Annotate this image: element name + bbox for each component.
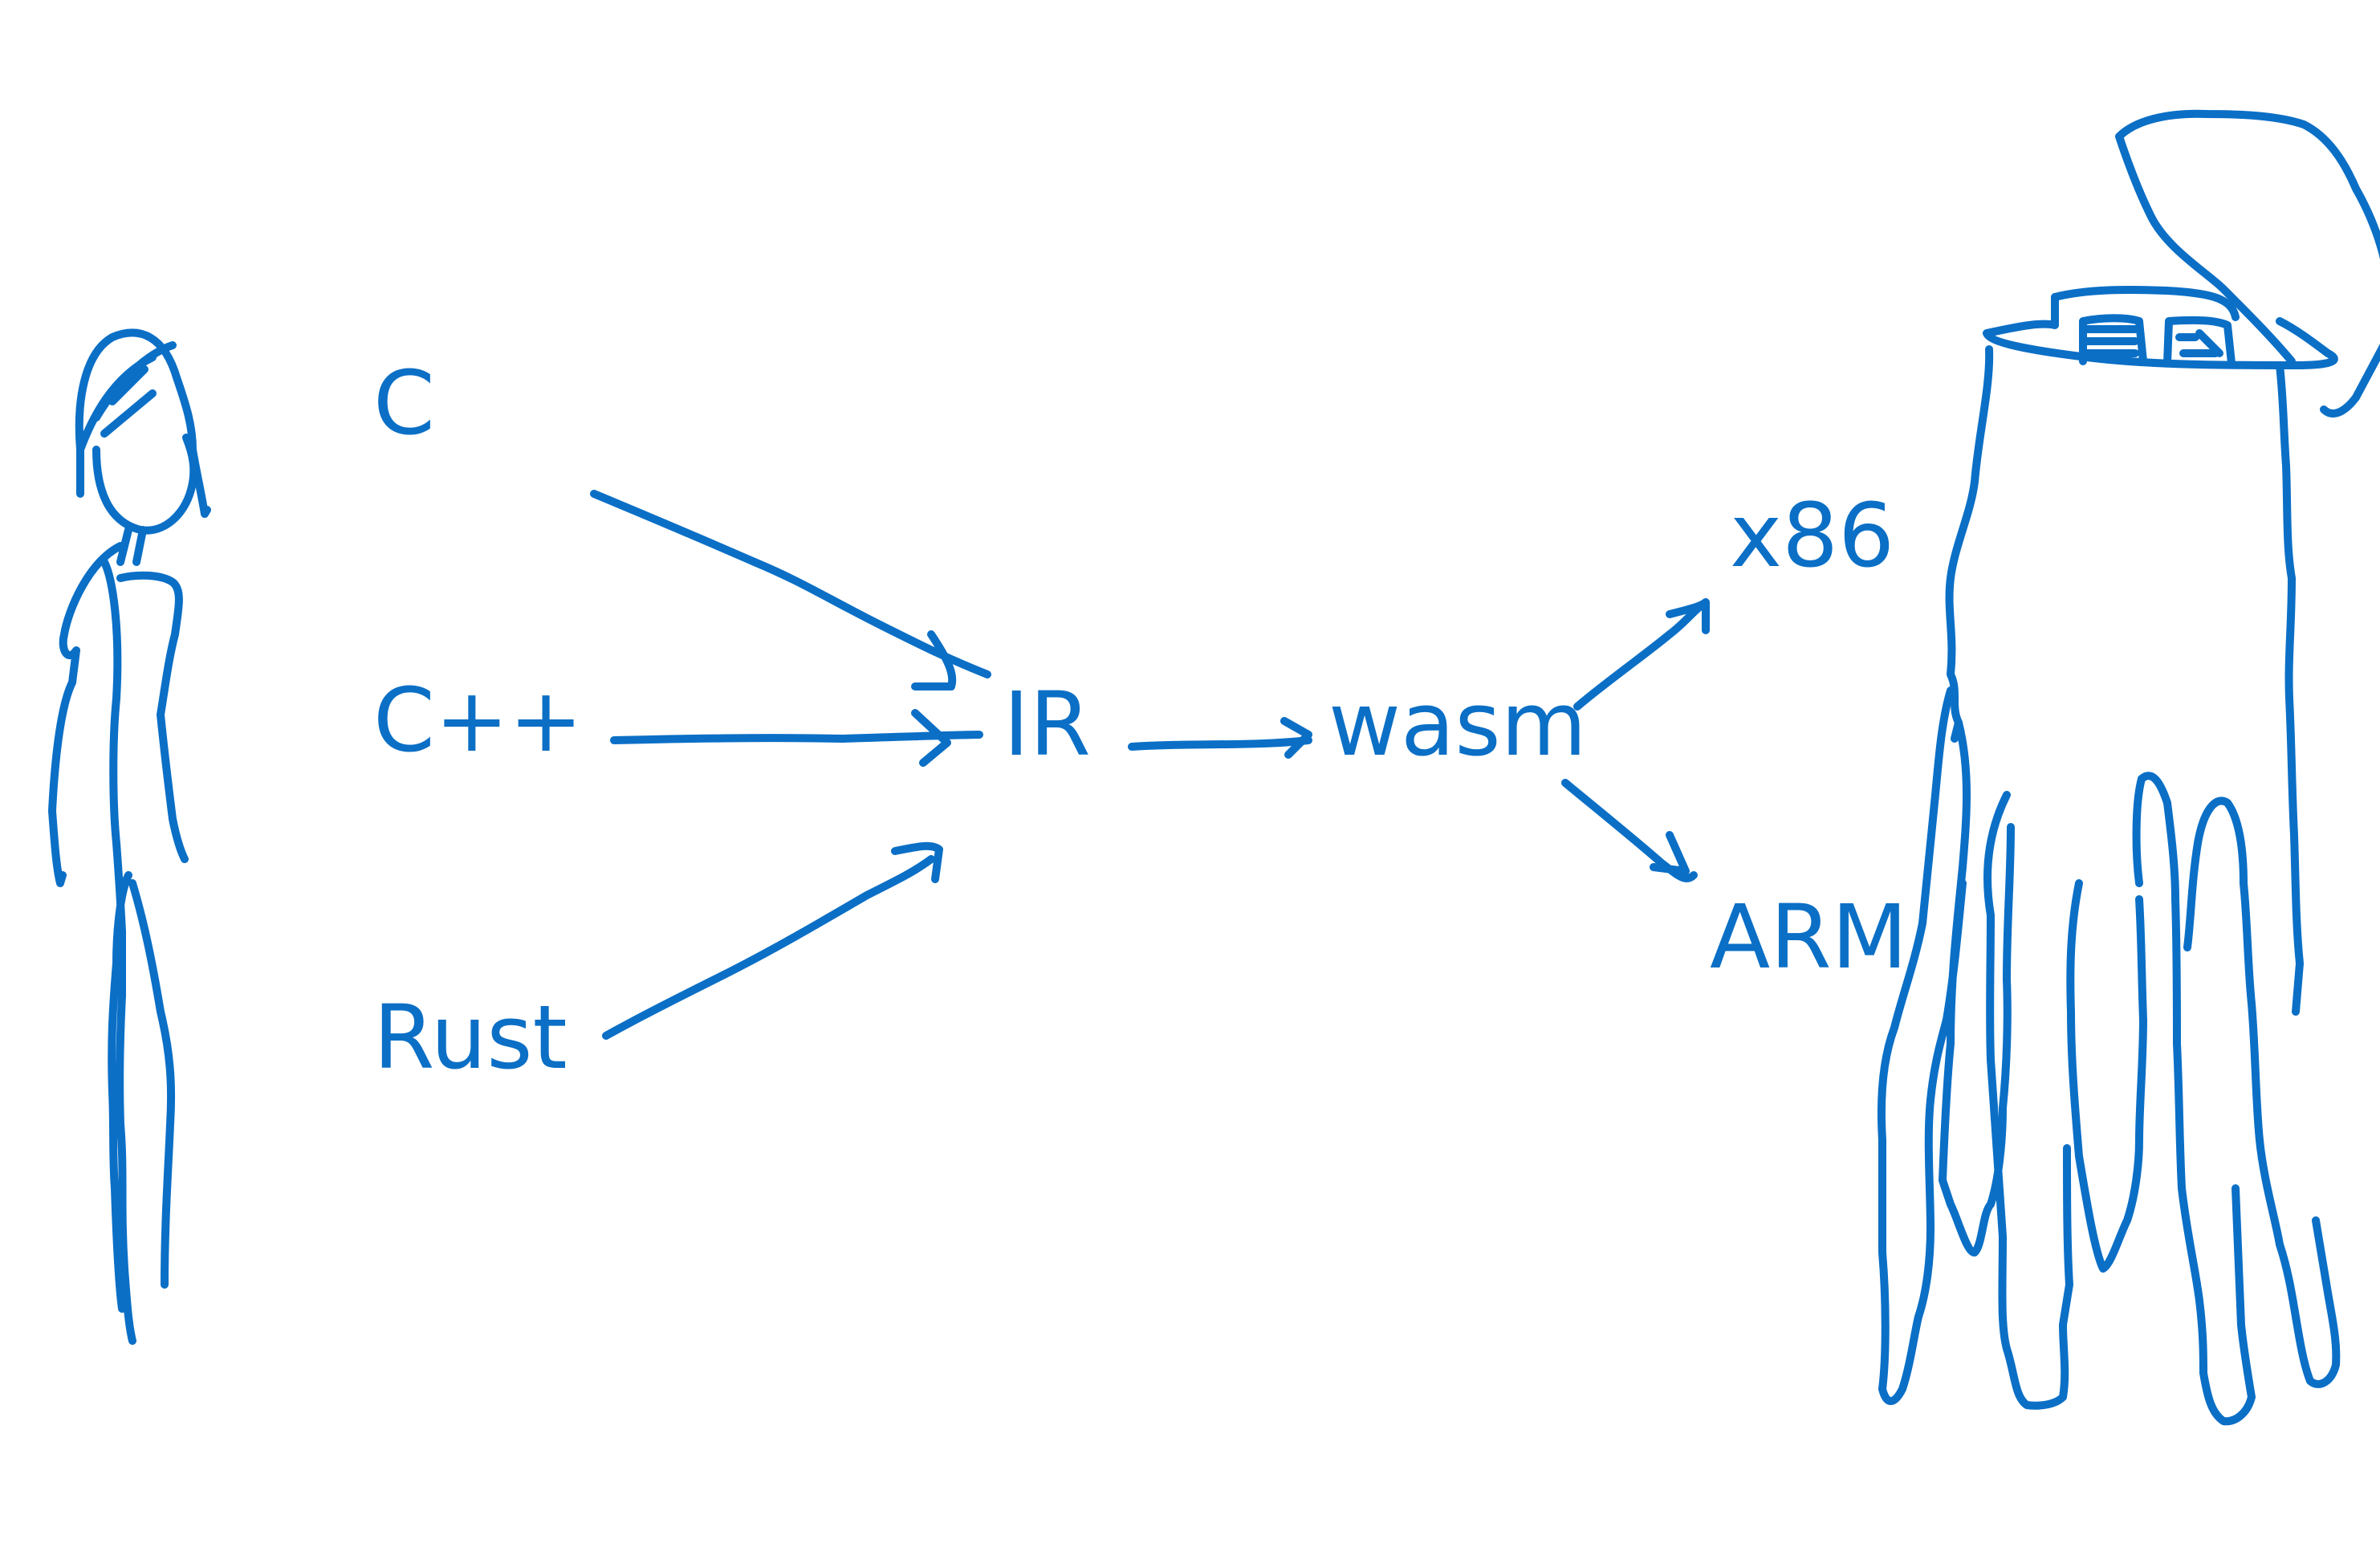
arrow-ir-to-wasm xyxy=(1128,717,1312,759)
arrow-cpp-to-ir xyxy=(610,709,983,767)
person-body xyxy=(48,542,189,1345)
source-label-cpp: C++ xyxy=(373,669,583,772)
ir-to-wasm xyxy=(1128,717,1312,759)
person-face xyxy=(92,434,198,535)
wasm-label: wasm xyxy=(1328,673,1587,776)
arrow-wasm-to-arm xyxy=(1561,779,1698,882)
octopus-tentacles xyxy=(1877,686,2341,1426)
octopus-cards xyxy=(2079,314,2236,367)
target-label-arm: ARM xyxy=(1710,886,1908,988)
arrow-rust-to-ir xyxy=(602,841,943,1040)
octopus-figure xyxy=(1877,109,2380,1426)
ir-label: IR xyxy=(1003,673,1091,776)
octopus-body xyxy=(1945,345,2304,1016)
person-figure xyxy=(48,328,211,1345)
source-label-c: C xyxy=(373,352,435,454)
arrow-wasm-to-x86 xyxy=(1573,598,1710,711)
source-arrows xyxy=(590,490,991,1040)
octopus-rim xyxy=(1983,285,2338,369)
wasm-to-targets xyxy=(1561,598,1710,882)
target-label-x86: x86 xyxy=(1730,484,1894,587)
arrow-c-to-ir xyxy=(590,490,991,690)
source-label-rust: Rust xyxy=(373,986,568,1089)
person-hair xyxy=(75,328,211,518)
octopus-lid xyxy=(2115,109,2380,418)
